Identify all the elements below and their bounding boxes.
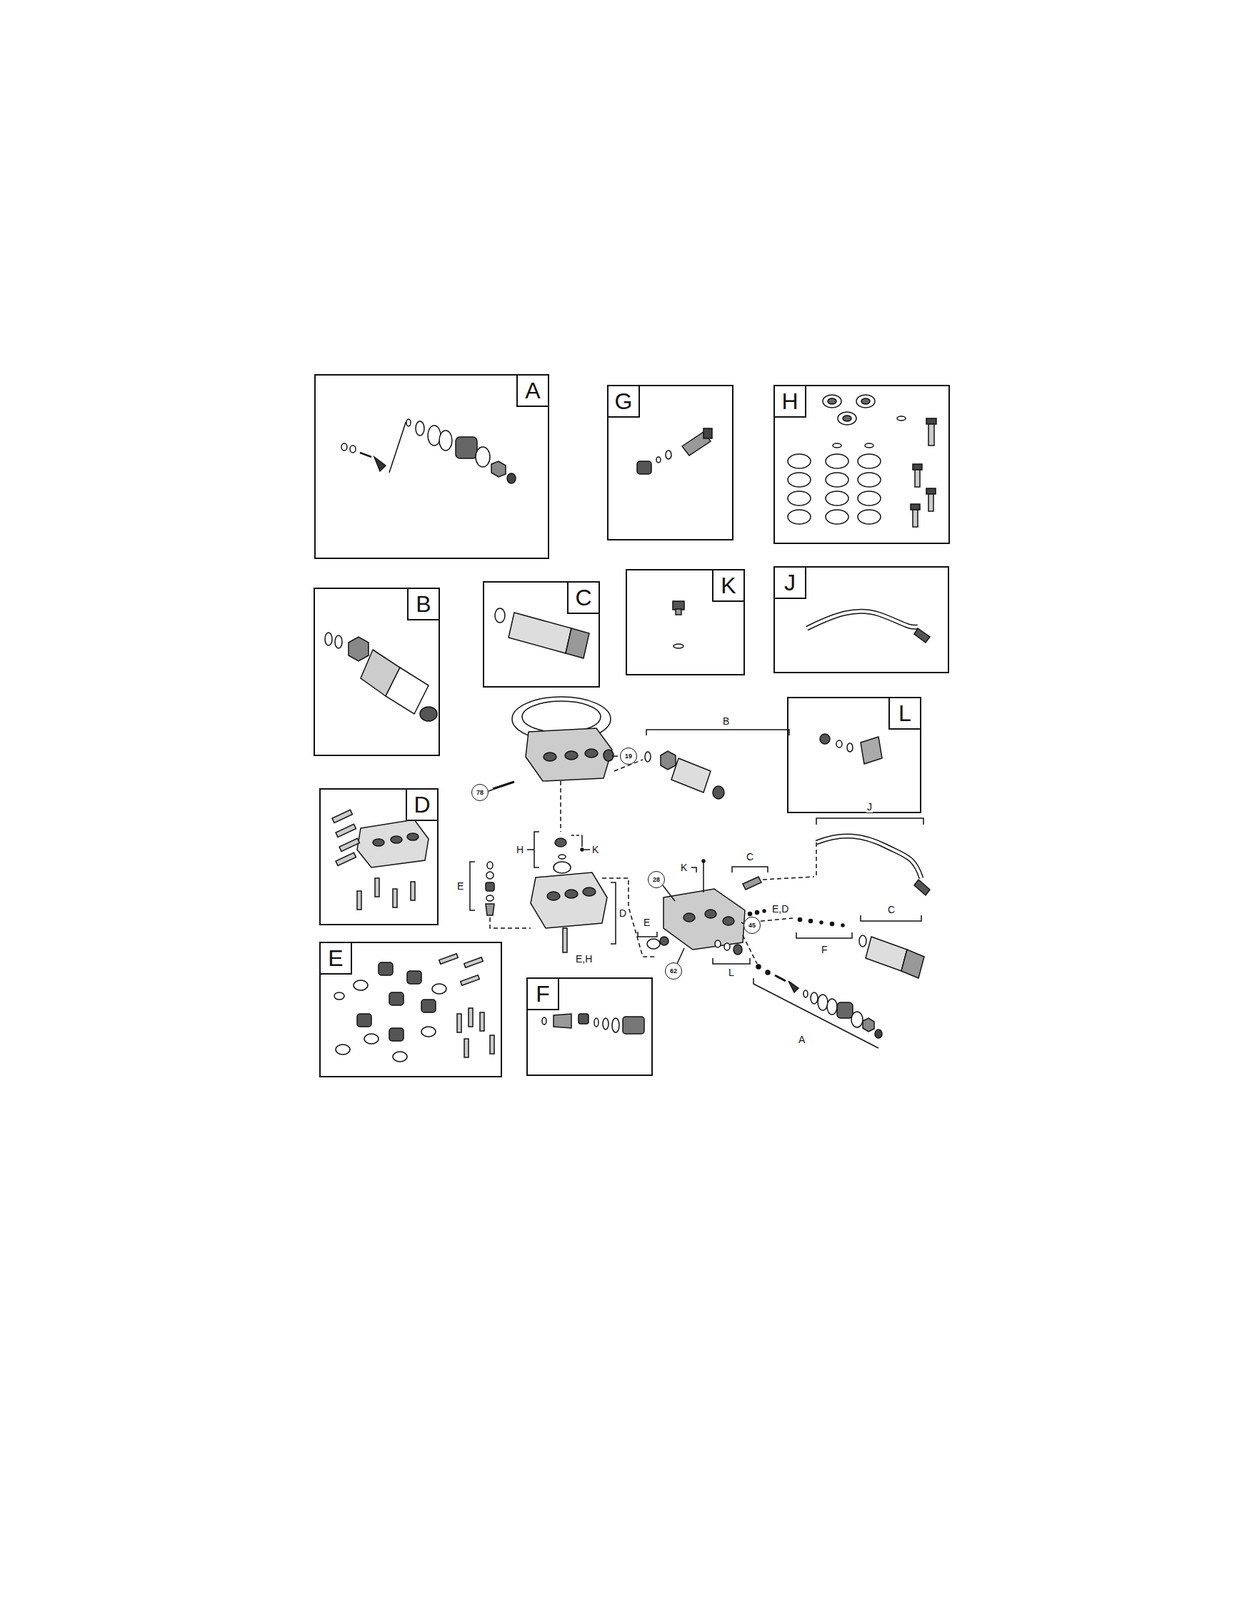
parts-panel: D — [319, 788, 439, 926]
part-label: J — [866, 801, 873, 813]
panel-letter: D — [413, 793, 430, 817]
panel-a-parts — [341, 419, 516, 484]
part-label: K — [679, 862, 688, 874]
part-label: B — [722, 715, 730, 728]
panel-b-parts — [324, 632, 438, 722]
callout-circle: 78 — [471, 784, 489, 802]
part-label: H — [515, 844, 525, 856]
callout-circle: 45 — [743, 917, 761, 935]
part-label: E — [642, 917, 651, 929]
parts-panel: G — [607, 384, 734, 541]
letter-tag: D — [405, 789, 438, 822]
letter-tag: C — [567, 582, 599, 615]
part-label: C — [887, 904, 896, 916]
panel-letter: K — [720, 574, 736, 598]
panel-c-parts — [494, 608, 590, 659]
part-label: K — [591, 844, 600, 856]
parts-panel: H — [773, 384, 950, 545]
callout-number: 45 — [748, 922, 756, 930]
panel-l-parts — [819, 734, 883, 765]
panel-letter: G — [614, 389, 633, 413]
part-label: E,H — [574, 953, 593, 965]
part-label: C — [745, 851, 755, 863]
panel-letter: J — [784, 571, 796, 595]
panel-letter: F — [535, 982, 550, 1006]
part-label: L — [727, 967, 735, 979]
part-label: E — [456, 880, 465, 893]
callout-circle: 28 — [647, 871, 665, 889]
part-label: E,D — [771, 903, 790, 915]
parts-panel: J — [773, 566, 950, 674]
parts-panel: E — [319, 942, 503, 1078]
panel-letter: L — [898, 702, 912, 725]
callout-number: 62 — [669, 968, 678, 975]
callout-number: 19 — [624, 753, 633, 760]
parts-panel: F — [526, 977, 653, 1077]
letter-tag: F — [527, 979, 560, 1011]
callout-number: 78 — [476, 789, 484, 797]
callout-circle: 19 — [619, 747, 638, 765]
panel-d-parts — [332, 809, 429, 910]
panel-e-parts — [334, 954, 495, 1063]
panel-j-parts — [807, 611, 930, 643]
letter-tag: E — [320, 943, 353, 975]
parts-panel: L — [787, 697, 922, 814]
callout-number: 28 — [652, 877, 660, 884]
part-label: F — [820, 944, 829, 956]
callout-circle: 62 — [664, 962, 683, 980]
parts-panel: A — [314, 374, 550, 560]
panel-g-parts — [637, 428, 713, 475]
panel-letter: H — [781, 389, 798, 413]
panel-letter: E — [327, 947, 343, 970]
panel-letter: C — [574, 586, 592, 610]
letter-tag: L — [888, 698, 920, 730]
panel-f-parts — [542, 1014, 645, 1035]
panel-letter: A — [524, 379, 540, 403]
panel-k-parts — [672, 601, 685, 649]
part-label: D — [618, 907, 628, 920]
part-label: A — [797, 1034, 806, 1046]
letter-tag: B — [407, 589, 439, 621]
letter-tag: H — [774, 386, 807, 418]
panel-letter: B — [415, 592, 431, 616]
parts-panel: B — [313, 587, 440, 757]
letter-tag: G — [608, 386, 640, 418]
parts-panel: K — [625, 569, 745, 676]
panel-h-parts — [787, 394, 937, 528]
letter-tag: J — [774, 567, 807, 600]
pump-assembly — [469, 697, 930, 1049]
letter-tag: K — [712, 570, 744, 603]
letter-tag: A — [516, 375, 548, 408]
parts-panel: C — [482, 581, 600, 688]
